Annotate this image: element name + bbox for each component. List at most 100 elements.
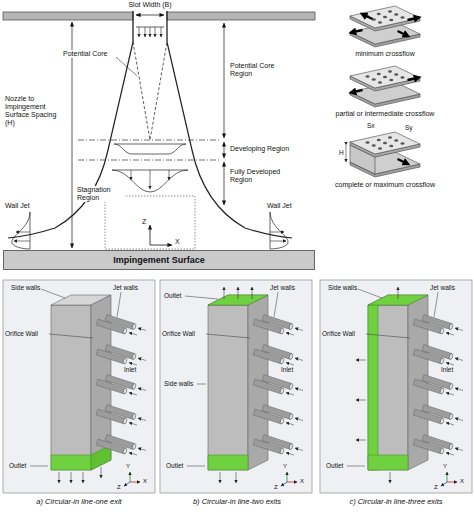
axis-label: Z — [433, 484, 439, 491]
region-label: Potential Core — [62, 50, 108, 58]
wall-jet-profile — [12, 212, 30, 249]
domain-one-exit — [3, 280, 155, 493]
spacing-label: H — [338, 149, 345, 156]
boundary-label: Orifice Wall — [161, 330, 196, 337]
region-label: Stagnation Region — [76, 186, 124, 202]
outlet-face — [51, 455, 91, 470]
domain-three-exits — [320, 280, 472, 493]
wall-jet-profile — [12, 212, 30, 249]
developing-profile — [114, 144, 186, 154]
axis-arrow — [150, 245, 172, 246]
crossflow-arrow — [408, 77, 420, 80]
wall-jet-profile — [16, 232, 30, 233]
wall-jet-profile — [270, 241, 286, 242]
developed-profile — [169, 170, 170, 180]
crossflow-arrow — [408, 17, 420, 20]
potential-core-outline — [133, 42, 167, 140]
nozzle-wall — [133, 11, 167, 42]
outlet-arrow — [71, 472, 72, 483]
axis-arrow — [150, 225, 151, 245]
boundary-label: Outlet — [163, 292, 182, 299]
sub-caption: c) Circular-in line-three exits — [348, 498, 443, 507]
boundary-label: Inlet — [440, 366, 454, 373]
leader-line — [116, 57, 137, 76]
domain-one-exit — [124, 472, 140, 486]
wall-jet-profile — [270, 232, 284, 233]
outlet-arrow — [252, 287, 253, 299]
exit-velocity-profile — [136, 27, 164, 37]
outlet-arrow — [101, 467, 102, 478]
axis-label: Y — [282, 463, 288, 470]
outlet-arrow — [356, 440, 366, 441]
exit-velocity-profile — [150, 27, 151, 37]
slot-width-arrow — [136, 15, 164, 16]
boundary-label: Jet walls — [269, 284, 296, 291]
crossflow-arrow — [398, 31, 409, 36]
exit-velocity-profile — [155, 27, 156, 37]
axis-label: X — [142, 478, 148, 485]
region-arrow — [224, 23, 225, 138]
wall-jet-profile — [270, 212, 288, 249]
domain-two-exits — [160, 280, 312, 493]
domain-two-exits — [160, 280, 312, 493]
nozzle-plate — [167, 12, 315, 20]
jet-schematic — [3, 11, 315, 249]
axis-label: Y — [125, 463, 131, 470]
outlet-arrow — [356, 360, 366, 361]
boundary-label: Side walls — [163, 380, 194, 387]
crossflow-arrow — [362, 14, 373, 19]
stagnation-zone — [105, 196, 195, 249]
leader-line — [30, 289, 121, 466]
domain-one-exit — [3, 280, 155, 493]
outlet-arrow — [236, 472, 237, 483]
crossflow-arrow — [351, 30, 363, 33]
axis-label: X — [459, 478, 465, 485]
boundary-label: Side walls — [327, 284, 358, 291]
region-label: Fully Developed Region — [229, 168, 287, 184]
region-arrow — [224, 142, 225, 158]
outlet-arrow — [224, 287, 225, 299]
scheme-label: minimum crossflow — [354, 50, 416, 58]
domain-three-exits — [320, 280, 472, 493]
domain-two-exits — [281, 472, 297, 486]
region-label: Wall Jet — [4, 202, 31, 210]
outlet-arrow — [238, 287, 239, 299]
exit-velocity-profile — [161, 27, 162, 37]
crossflow-schemes — [346, 6, 420, 177]
axis-label: Y — [442, 463, 448, 470]
crossflow-schemes — [350, 132, 420, 157]
sub-caption: b) Circular-in line-two exits — [192, 498, 282, 507]
nozzle-plate — [3, 12, 133, 20]
axis-label: Z — [273, 484, 279, 491]
boundary-label: Inlet — [123, 366, 137, 373]
boundary-label: Jet walls — [112, 284, 139, 291]
outlet-arrow — [390, 472, 391, 483]
boundary-label: Outlet — [165, 462, 184, 469]
dimension-label: Slot Width (B) — [127, 1, 172, 9]
boundary-label: Orifice Wall — [4, 330, 39, 337]
boundary-label: Side walls — [10, 284, 41, 291]
wall-jet-profile — [270, 212, 288, 249]
outlet-arrow — [398, 287, 399, 299]
domain-two-exits — [253, 315, 303, 455]
exit-velocity-profile — [139, 27, 140, 37]
spacing-arrow — [346, 145, 347, 162]
boundary-label: Orifice Wall — [321, 330, 356, 337]
crossflow-arrow — [398, 159, 409, 164]
outlet-arrow — [356, 400, 366, 401]
scheme-label: complete or maximum crossflow — [334, 181, 436, 189]
axis-label: X — [174, 238, 181, 246]
domain-three-exits — [441, 472, 457, 486]
outlet-arrow — [220, 472, 221, 483]
pitch-label: Sx — [366, 122, 376, 129]
axis-label: Z — [116, 484, 122, 491]
pitch-label: Sy — [404, 124, 414, 131]
developed-profile — [131, 170, 132, 180]
boundary-label: Outlet — [8, 462, 27, 469]
exit-velocity-profile — [145, 27, 146, 37]
outlet-face — [368, 305, 378, 470]
boundary-label: Inlet — [280, 366, 294, 373]
crossflow-arrow — [351, 14, 419, 36]
